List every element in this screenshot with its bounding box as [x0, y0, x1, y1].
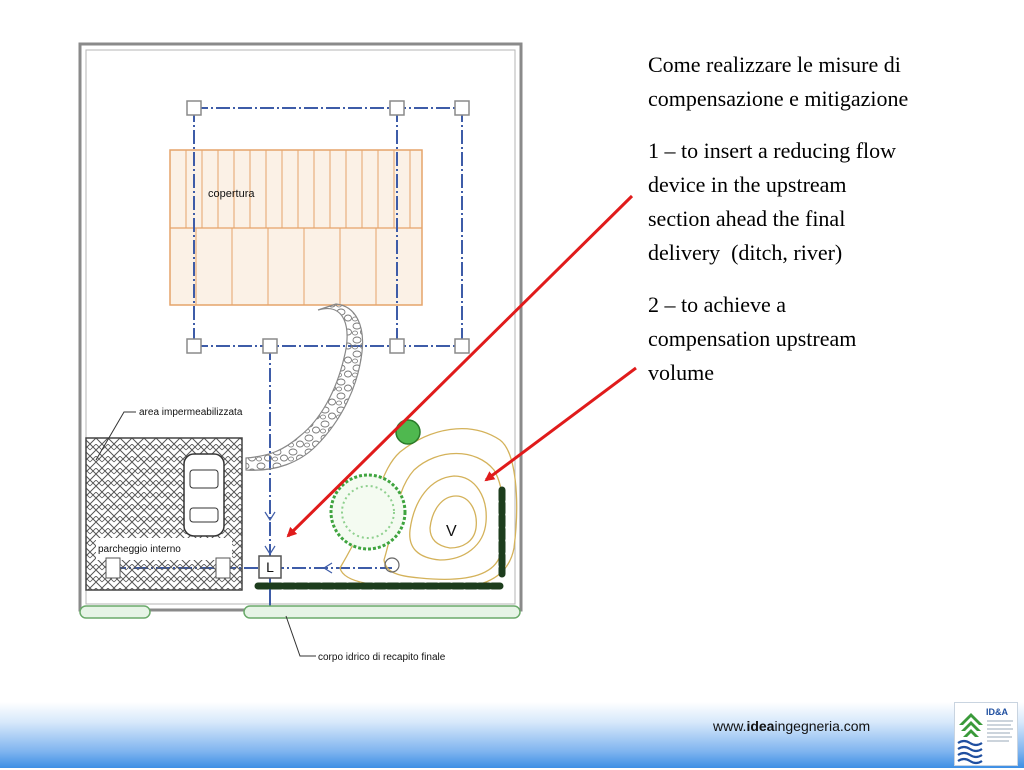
limiter-label: L	[266, 559, 274, 575]
small-tree	[395, 419, 421, 445]
volume-label: V	[446, 523, 457, 540]
website-link[interactable]: www.ideaingegneria.com	[713, 718, 871, 734]
heading: Come realizzare le misure di compensazio…	[648, 52, 909, 111]
impermeable-area-label: area impermeabilizzata	[139, 407, 243, 418]
explanation-text: Come realizzare le misure di compensazio…	[648, 48, 1008, 408]
measure-1: 1 – to insert a reducing flow device in …	[648, 138, 897, 265]
ida-logo: ID&A	[954, 702, 1018, 766]
parking-area	[85, 437, 243, 591]
water-body-label: corpo idrico di recapito finale	[318, 652, 446, 663]
measure-2: 2 – to achieve a compensation upstream v…	[648, 292, 857, 385]
footer-band	[0, 702, 1024, 768]
arrow-flow-limiter	[286, 194, 634, 538]
callout-arrows	[286, 194, 637, 538]
logo-graphic: ID&A	[957, 707, 1013, 765]
roof-label: copertura	[208, 188, 255, 200]
flow-limiter: L	[258, 555, 282, 579]
leader-lines	[95, 411, 316, 657]
hedge	[254, 486, 506, 590]
arrow-compensation-volume	[484, 366, 637, 482]
roof-copertura	[169, 149, 423, 306]
shrub-icon	[384, 557, 400, 573]
logo-text: ID&A	[986, 707, 1008, 717]
final-water-body	[79, 605, 521, 619]
gravel-path	[245, 303, 364, 471]
car-icon	[183, 453, 225, 537]
manholes	[186, 100, 470, 354]
parking-label: parcheggio interno	[98, 544, 181, 555]
large-tree	[329, 473, 407, 551]
